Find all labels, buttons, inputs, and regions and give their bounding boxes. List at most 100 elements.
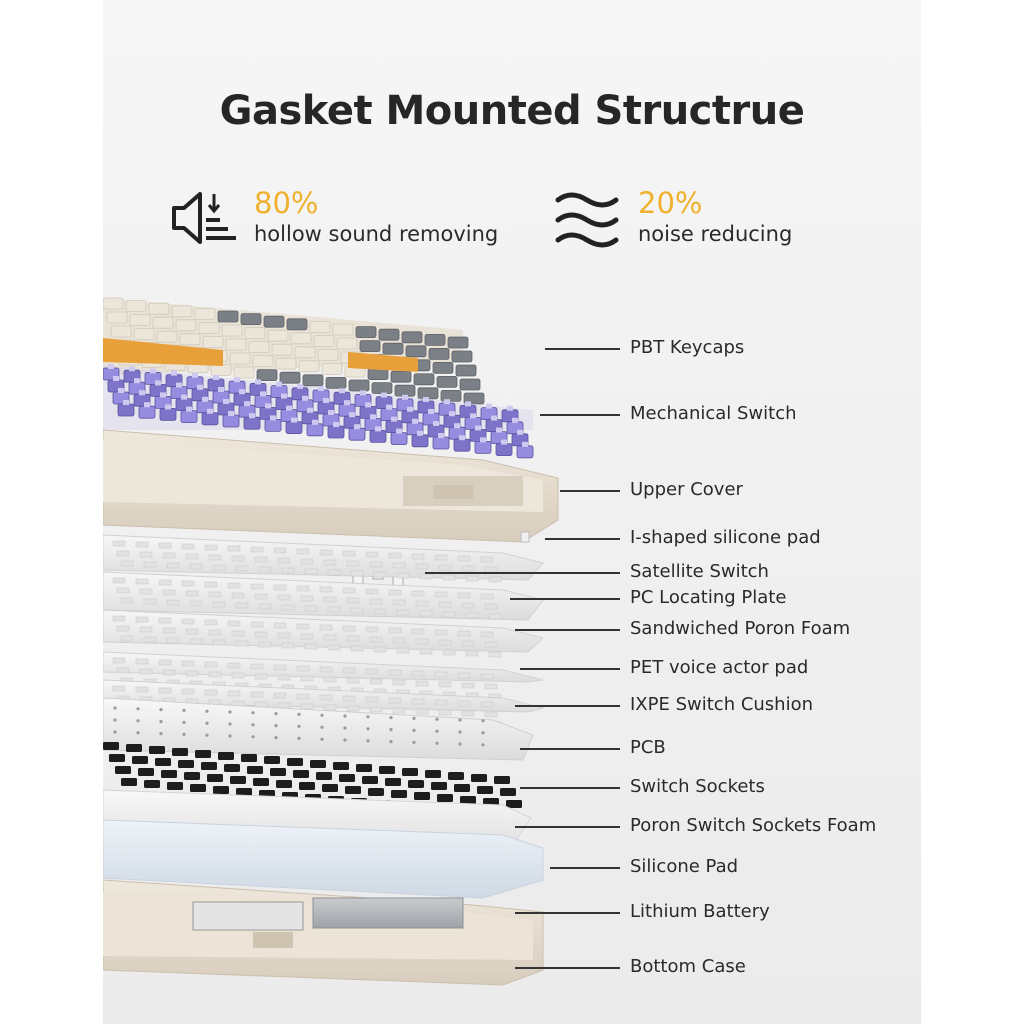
plate-cutout: [181, 688, 195, 695]
plate-cutout: [488, 613, 502, 620]
switch-stem: [396, 428, 402, 434]
plate-cutout: [116, 667, 130, 674]
switch-stem: [360, 390, 366, 396]
switch-socket: [448, 772, 464, 780]
plate-cutout: [189, 600, 203, 607]
switch-socket: [460, 796, 476, 804]
plate-cutout: [369, 706, 383, 713]
stat-value: 80%: [254, 186, 319, 220]
upper-cover-layer: [103, 429, 559, 543]
pcb-hole: [458, 730, 462, 734]
plate-cutout: [419, 573, 433, 580]
plate-cutout: [166, 562, 180, 569]
plate-cutout: [346, 705, 360, 712]
switch-stem: [244, 401, 250, 407]
stat-label: hollow sound removing: [254, 222, 499, 246]
switch-stem: [302, 395, 308, 401]
switch-stem: [381, 392, 387, 398]
plate-cutout: [319, 586, 333, 593]
keycap: [256, 369, 278, 381]
switch-socket: [494, 776, 510, 784]
plate-cutout: [392, 599, 406, 606]
pcb-hole: [159, 732, 163, 736]
keycap: [263, 315, 285, 328]
pcb-hole: [481, 731, 485, 735]
switch-stem: [449, 411, 455, 417]
plate-cutout: [392, 562, 406, 569]
plate-cutout: [365, 626, 379, 633]
plate-cutout: [411, 628, 425, 635]
plate-cutout: [373, 646, 387, 653]
pcb-hole: [274, 724, 278, 728]
plate-cutout: [273, 584, 287, 591]
plate-cutout: [185, 628, 199, 635]
switch-stem: [155, 380, 161, 386]
stat-value: 20%: [638, 186, 703, 220]
switch-socket: [339, 774, 355, 782]
keycap: [194, 307, 216, 320]
switch-stem: [501, 439, 507, 445]
switch: [306, 423, 324, 437]
bottom-case-layer: [103, 879, 544, 986]
plate-cutout: [204, 661, 218, 668]
plate-cutout: [350, 570, 364, 577]
switch: [327, 425, 345, 439]
keycap: [428, 348, 450, 360]
plate-cutout: [323, 704, 337, 711]
plate-cutout: [208, 591, 222, 598]
switch-stem: [522, 441, 528, 447]
plate-cutout: [369, 561, 383, 568]
keycap: [279, 371, 301, 384]
keycap: [198, 322, 220, 334]
plate-cutout: [438, 601, 452, 608]
switch-stem: [391, 416, 397, 422]
plate-cutout: [300, 595, 314, 602]
switch-socket: [431, 782, 447, 790]
switch-socket: [362, 776, 378, 784]
pcb-hole: [481, 743, 485, 747]
plate-cutout: [181, 580, 195, 587]
plate-cutout: [323, 559, 337, 566]
keycap: [348, 379, 370, 392]
plate-cutout: [396, 647, 410, 654]
plate-cutout: [346, 677, 360, 684]
plate-cutout: [300, 675, 314, 682]
plate-cutout: [438, 709, 452, 716]
plate-cutout: [392, 707, 406, 714]
layer-label: Silicone Pad: [630, 856, 739, 877]
pcb-hole: [435, 741, 439, 745]
pcb-hole: [389, 740, 393, 744]
switch-socket: [218, 752, 234, 760]
switch-stem: [234, 377, 240, 383]
switch-stem: [129, 366, 135, 372]
keycap: [156, 330, 178, 343]
pcb-hole: [113, 730, 117, 734]
pcb-hole: [274, 736, 278, 740]
switch-stem: [323, 398, 329, 403]
plate-cutout: [139, 551, 153, 558]
plate-cutout: [120, 560, 134, 567]
plate-cutout: [135, 686, 149, 693]
plate-cutout: [258, 603, 272, 610]
plate-cutout: [304, 643, 318, 650]
switch-socket: [437, 794, 453, 802]
switch-stem: [239, 389, 245, 395]
plate-cutout: [258, 566, 272, 573]
plate-cutout: [488, 651, 502, 658]
plate-cutout: [342, 550, 356, 557]
keycap: [390, 370, 412, 383]
keycap: [313, 335, 335, 347]
pcb-hole: [458, 718, 462, 722]
plate-cutout: [254, 631, 268, 638]
plate-cutout: [319, 549, 333, 556]
plate-stack: [103, 534, 545, 728]
pcb-hole: [182, 720, 186, 724]
plate-cutout: [227, 662, 241, 669]
keycap: [382, 342, 404, 355]
plate-cutout: [461, 710, 475, 717]
switch-stem: [192, 372, 198, 378]
keycap: [110, 325, 132, 338]
switch-socket: [287, 758, 303, 766]
keycap: [455, 364, 477, 377]
switch-stem: [386, 404, 392, 410]
